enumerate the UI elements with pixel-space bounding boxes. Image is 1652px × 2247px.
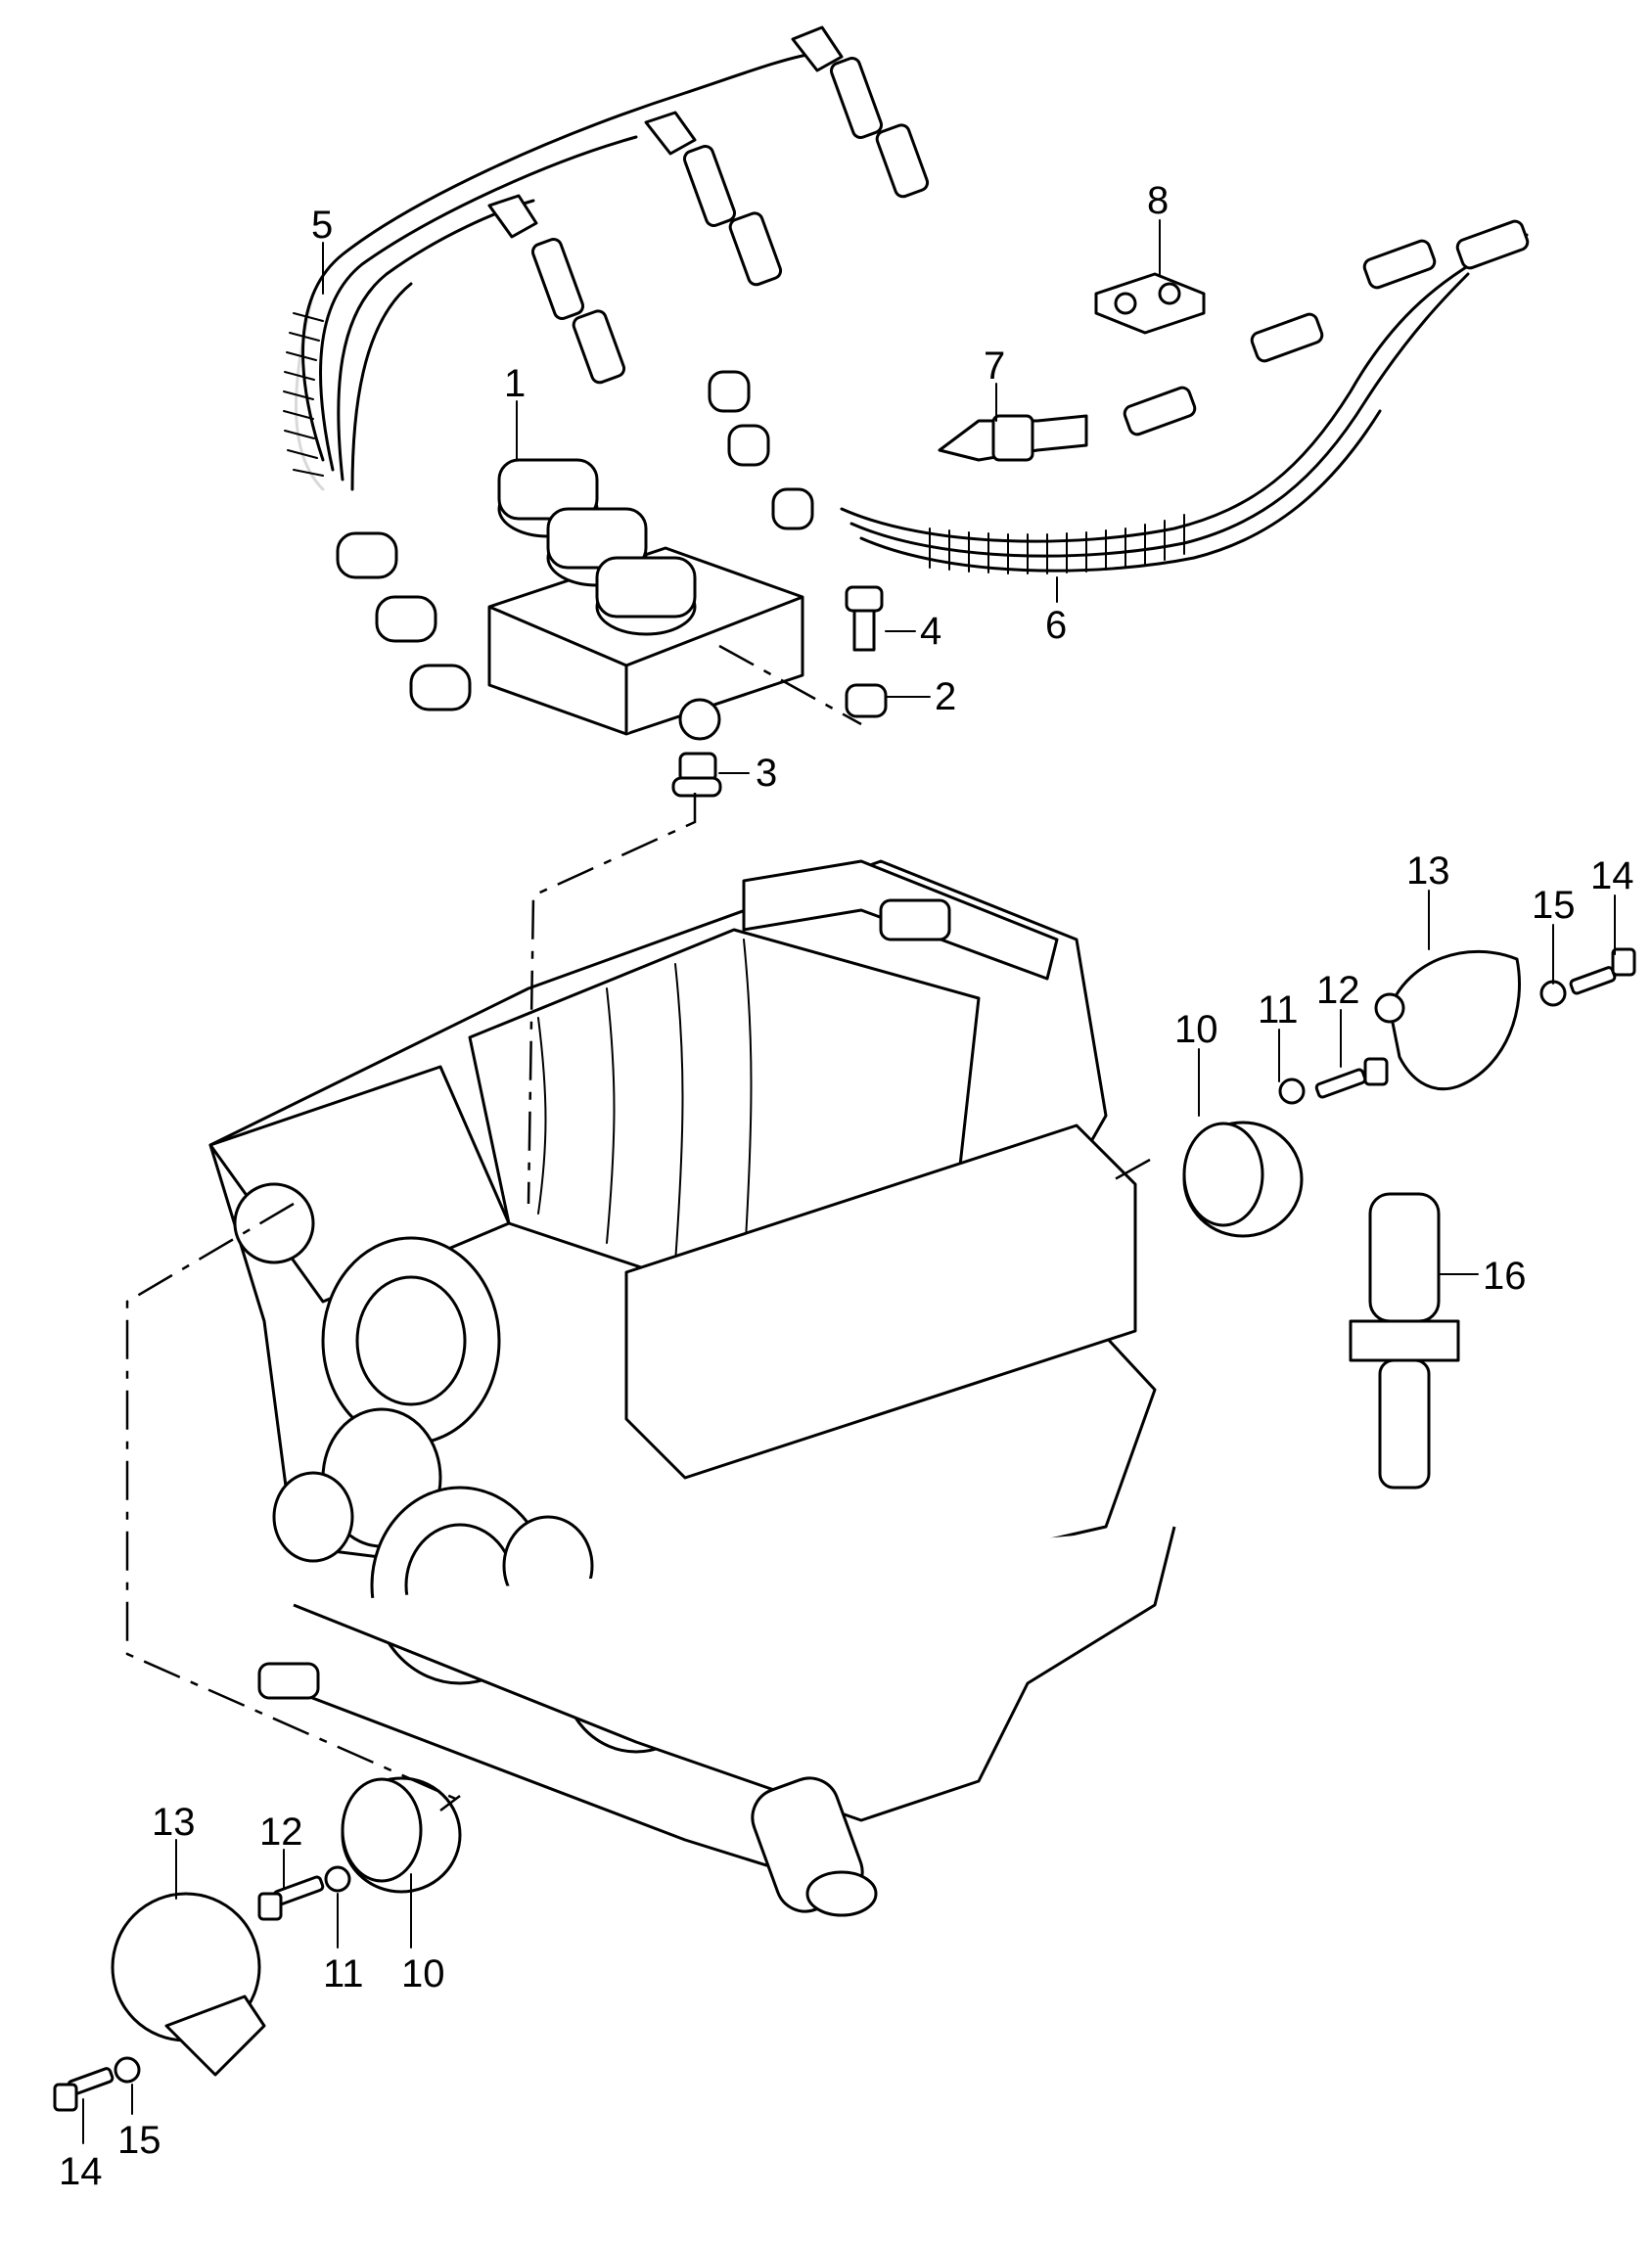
callout-14-left: 14 (59, 2150, 103, 2193)
callout-14-right: 14 (1590, 854, 1634, 897)
callout-7: 7 (984, 344, 1005, 388)
callout-15-left: 15 (117, 2119, 161, 2162)
callout-2: 2 (935, 675, 956, 718)
callout-6: 6 (1045, 604, 1067, 647)
callout-11-left: 11 (323, 1952, 364, 1995)
cover-10-right (1182, 1121, 1304, 1238)
callout-8: 8 (1147, 179, 1169, 222)
bolt-12-right (1314, 1057, 1389, 1099)
callout-5: 5 (311, 204, 333, 247)
callout-4: 4 (920, 610, 941, 653)
bolt-4 (845, 585, 884, 652)
engine-block (208, 859, 1176, 1917)
cover-10-left (341, 1776, 462, 1894)
wire-clip (1094, 272, 1206, 335)
callout-10-right: 10 (1174, 1008, 1218, 1051)
callout-1: 1 (504, 362, 526, 405)
washer-15-right (1539, 980, 1567, 1007)
spark-plug (938, 414, 1088, 462)
spacer-3 (671, 752, 722, 798)
ignition-wire-set-left (283, 25, 930, 711)
ignition-coil (487, 458, 804, 741)
callout-16: 16 (1483, 1255, 1527, 1298)
bracket-13-right (1374, 949, 1521, 1091)
callout-15-right: 15 (1532, 884, 1576, 927)
callout-10-left: 10 (401, 1952, 445, 1995)
washer-15-left (114, 2056, 141, 2084)
callout-13-left: 13 (152, 1801, 196, 1844)
bolt-12-left (257, 1875, 325, 1921)
callout-labels: 1 2 3 4 5 6 7 8 10 11 12 13 14 15 16 10 … (59, 179, 1634, 2193)
bolt-14-left (53, 2067, 115, 2112)
ignition-wire-set-right (708, 219, 1530, 574)
assembly-lines (125, 644, 1151, 1811)
callout-11-right: 11 (1258, 988, 1299, 1032)
washer-11-right (1278, 1078, 1306, 1105)
callout-12-right: 12 (1316, 969, 1360, 1012)
bracket-13-left (111, 1892, 266, 2077)
solenoid-valve-16 (1349, 1192, 1460, 1490)
leader-lines (82, 219, 1616, 2144)
callout-13-right: 13 (1406, 849, 1450, 893)
bolt-14-right (1569, 947, 1636, 995)
callout-3: 3 (756, 752, 777, 795)
callout-12-left: 12 (259, 1811, 303, 1854)
washer-11-left (324, 1865, 351, 1893)
grommet-2 (845, 683, 888, 718)
